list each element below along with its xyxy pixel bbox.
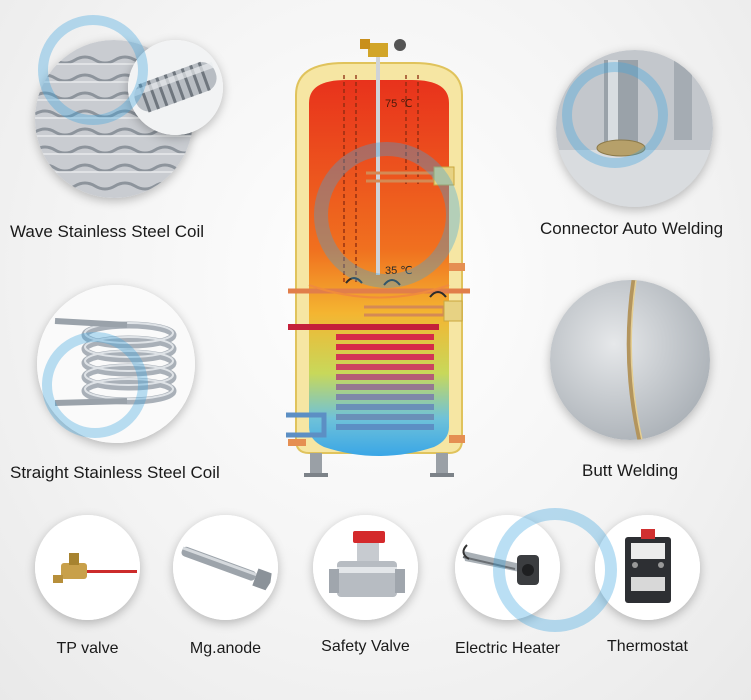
mg-anode-label: Mg.anode — [189, 640, 262, 657]
butt-welding-label: Butt Welding — [582, 461, 679, 480]
logo-watermark-icon — [38, 15, 148, 125]
thermostat-image — [595, 515, 700, 620]
safety-valve-image — [313, 515, 418, 620]
thermostat-label: Thermostat — [607, 638, 688, 655]
electric-heater-image — [455, 515, 560, 620]
logo-watermark-icon — [493, 508, 617, 632]
tp-valve-label: TP valve — [56, 640, 119, 657]
straight-coil-image — [37, 285, 195, 443]
logo-watermark-icon — [562, 62, 668, 168]
tp-valve-image — [35, 515, 140, 620]
water-tank-diagram: 75 ℃ 35 ℃ — [284, 35, 474, 490]
logo-watermark-icon — [42, 332, 148, 438]
connector-welding-label: Connector Auto Welding — [540, 219, 724, 238]
electric-heater-label: Electric Heater — [455, 640, 560, 657]
wave-coil-label: Wave Stainless Steel Coil — [10, 222, 205, 241]
temperature-top-label: 75 ℃ — [385, 98, 413, 110]
mg-anode-image — [173, 515, 278, 620]
connector-welding-image — [556, 50, 713, 207]
wave-coil-closeup-image — [128, 40, 223, 135]
logo-watermark-icon — [314, 142, 460, 288]
straight-coil-label: Straight Stainless Steel Coil — [10, 463, 220, 482]
safety-valve-label: Safety Valve — [321, 638, 410, 655]
temperature-middle-label: 35 ℃ — [385, 265, 413, 277]
butt-welding-image — [550, 280, 710, 440]
